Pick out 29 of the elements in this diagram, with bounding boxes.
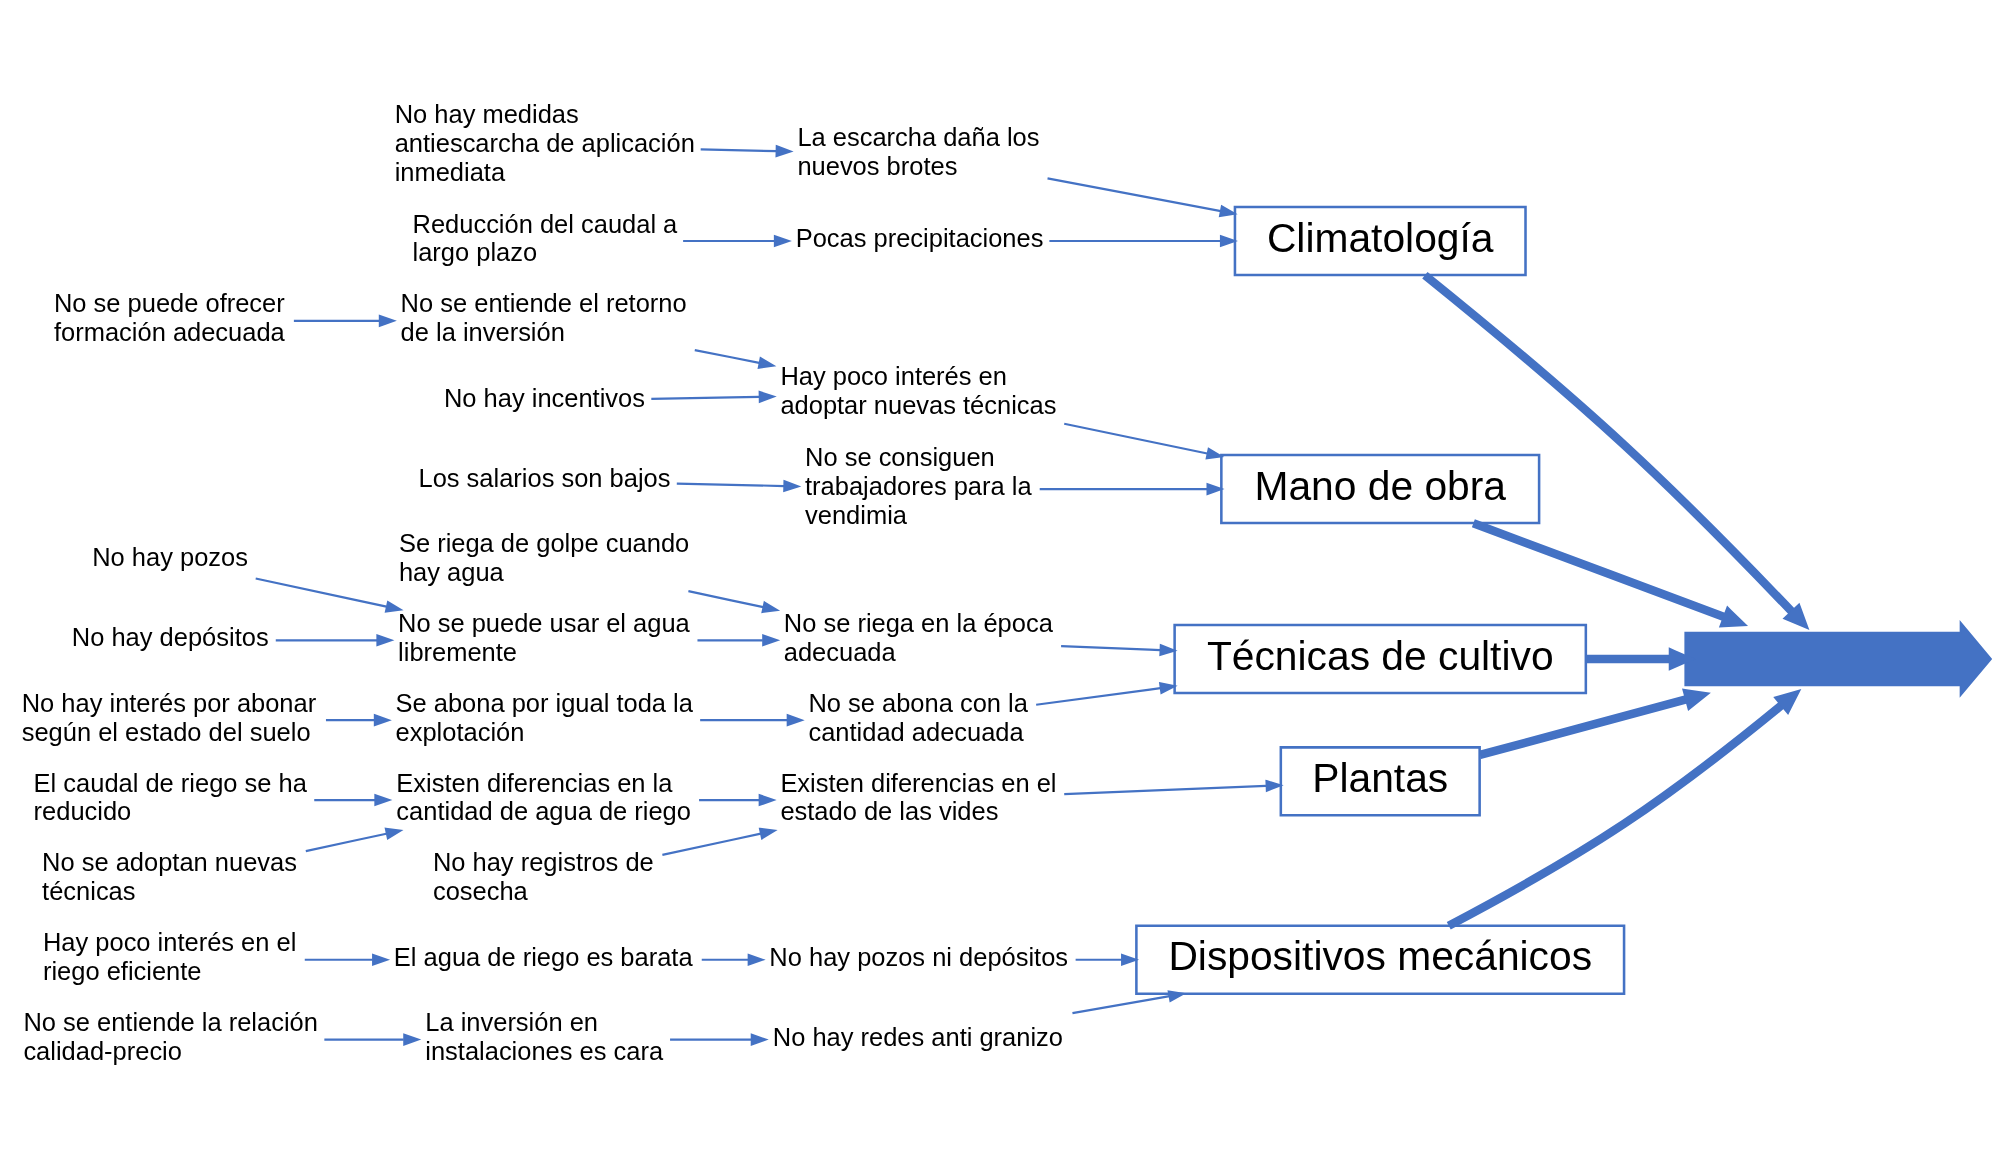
- node-text: La escarcha daña los nuevos brotes: [797, 122, 1040, 180]
- node-text: No hay pozos: [92, 543, 248, 572]
- node-text: Hay poco interés en el riego eficiente: [42, 928, 297, 986]
- node-text: No hay registros de cosecha: [432, 848, 654, 906]
- node-text: No se abona con la cantidad adecuada: [808, 688, 1028, 746]
- node-text: No se puede usar el agua libremente: [398, 608, 690, 666]
- node-text: No hay redes anti granizo: [772, 1022, 1063, 1051]
- node-text: Los salarios son bajos: [418, 463, 671, 492]
- node-text: Existen diferencias en el estado de las vides: [780, 768, 1057, 826]
- node-text: La inversión en instalaciones es cara: [425, 1008, 664, 1066]
- node-text: No se puede ofrecer formación adecuada: [53, 289, 285, 347]
- node-text: No se adoptan nuevas técnicas: [42, 848, 297, 906]
- node-text: No hay incentivos: [443, 383, 645, 412]
- node-text: No se consiguen trabajadores para la vendimia: [805, 443, 1032, 529]
- node-text: Pocas precipitaciones: [795, 223, 1044, 252]
- node-text: No hay pozos ni depósitos: [769, 942, 1069, 971]
- node-text: El caudal de riego se ha reducido: [33, 768, 307, 826]
- node-text: No hay depósitos: [71, 623, 269, 652]
- node-text: El agua de riego es barata: [393, 942, 693, 971]
- node-text: No hay medidas antiescarcha de aplicación inmediata: [394, 99, 695, 186]
- node-text: Se abona por igual toda la explotación: [395, 688, 693, 746]
- node-text: No se entiende la relación calidad-precio: [23, 1008, 318, 1066]
- node-text: Existen diferencias en la cantidad de agua de riego: [396, 768, 691, 826]
- node-text: No se riega en la época adecuada: [783, 608, 1053, 666]
- node-text: Reducción del caudal a largo plazo: [412, 209, 678, 267]
- node-text: No hay interés por abonar según el estado del suelo: [21, 688, 317, 746]
- node-text: Se riega de golpe cuando hay agua: [398, 528, 690, 586]
- node-text: Hay poco interés en adoptar nuevas técnicas: [780, 362, 1057, 420]
- node-text: No se entiende el retorno de la inversión: [400, 289, 687, 347]
